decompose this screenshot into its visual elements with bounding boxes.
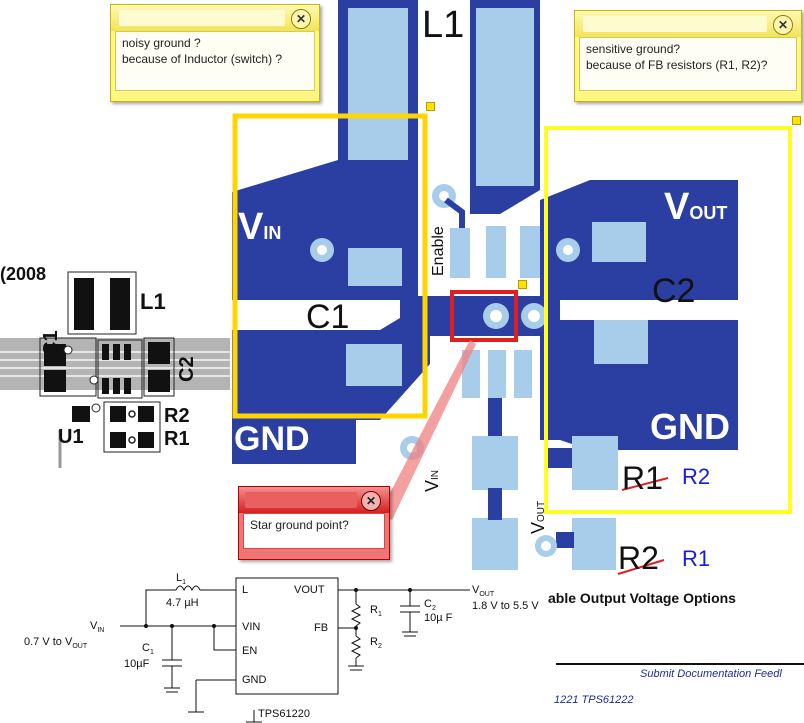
note-star-close-button[interactable]: ✕ bbox=[361, 491, 381, 511]
note-sensitive-ground[interactable]: ✕ sensitive ground? because of FB resist… bbox=[574, 10, 802, 102]
sch-vin-main: V bbox=[90, 620, 98, 632]
pcb-vout-label: VOUT bbox=[664, 186, 727, 229]
pcb-l1-label: L1 bbox=[422, 4, 465, 46]
pcb-r2-new-label: R1 bbox=[682, 546, 711, 571]
mini-u1-label: U1 bbox=[58, 426, 84, 448]
note-noisy-title bbox=[119, 10, 285, 26]
note-pin-noisy[interactable] bbox=[426, 102, 435, 111]
pcb-vout-main: V bbox=[664, 186, 690, 228]
close-icon: ✕ bbox=[295, 12, 307, 26]
sch-c2-main: C bbox=[424, 598, 432, 610]
sch-r1-main: R bbox=[370, 604, 378, 616]
pcb-vin-small-label: VIN bbox=[422, 470, 443, 492]
pcb-r1-new-label: R2 bbox=[682, 464, 711, 489]
note-noisy-line1: noisy ground ? bbox=[122, 36, 201, 50]
sch-pin-vin: VIN bbox=[242, 621, 261, 633]
sch-r2-label: R2 bbox=[370, 636, 382, 650]
pcb-gnd-left-label: GND bbox=[234, 420, 310, 458]
note-noisy-close-button[interactable]: ✕ bbox=[291, 9, 311, 29]
sch-c2-label: C2 bbox=[424, 598, 436, 612]
doc-heading: able Output Voltage Options bbox=[548, 590, 736, 606]
pcb-r2-label: R2 bbox=[618, 540, 659, 576]
sch-vout-label: VOUT bbox=[472, 584, 494, 598]
mini-r1-label: R1 bbox=[164, 428, 190, 450]
pcb-vin-sub: IN bbox=[263, 223, 282, 243]
sch-l1-main: L bbox=[176, 572, 183, 584]
pcb-r1-label: R1 bbox=[622, 460, 663, 496]
sch-pin-en: EN bbox=[242, 645, 258, 657]
sch-vin-range-main: 0.7 V to V bbox=[24, 636, 73, 648]
sch-c2-sub: 2 bbox=[431, 605, 436, 613]
sch-r1-label: R1 bbox=[370, 604, 382, 618]
sch-l1-sub: 1 bbox=[182, 579, 187, 587]
note-star-titlebar[interactable]: ✕ bbox=[239, 487, 389, 513]
pcb-vout-small-label: VOUT bbox=[528, 501, 549, 534]
note-sensitive-titlebar[interactable]: ✕ bbox=[575, 11, 801, 37]
note-noisy-titlebar[interactable]: ✕ bbox=[111, 5, 319, 31]
pcb-c1-label: C1 bbox=[306, 298, 350, 336]
sch-pin-fb: FB bbox=[314, 622, 329, 634]
sch-r2-sub: 2 bbox=[377, 643, 382, 651]
pcb-c2-label: C2 bbox=[652, 272, 696, 310]
pcb-vin-label: VIN bbox=[238, 206, 281, 249]
note-sensitive-line1: sensitive ground? bbox=[586, 42, 681, 56]
pcb-vout-small-sub: OUT bbox=[536, 500, 547, 522]
sch-vout-main: V bbox=[472, 584, 480, 596]
pcb-vout-small-main: V bbox=[528, 521, 548, 534]
pcb-vin-small-main: V bbox=[422, 479, 442, 492]
sch-pin-gnd: GND bbox=[242, 674, 267, 686]
sch-r1-sub: 1 bbox=[377, 611, 382, 619]
note-star-body[interactable]: Star ground point? bbox=[243, 513, 385, 549]
mini-year-label: (2008 bbox=[0, 264, 47, 284]
sch-vout-sub: OUT bbox=[479, 591, 495, 599]
sch-c1-value: 10µF bbox=[124, 658, 150, 670]
sch-pin-vout: VOUT bbox=[294, 584, 325, 596]
pcb-vin-main: V bbox=[238, 206, 264, 248]
note-pin-sensitive[interactable] bbox=[792, 116, 801, 125]
mini-r2-label: R2 bbox=[164, 405, 190, 427]
sch-vin-sub: IN bbox=[97, 627, 105, 635]
sch-chip-label: TPS61220 bbox=[258, 708, 310, 720]
note-star-title bbox=[245, 492, 357, 508]
note-noisy-body[interactable]: noisy ground ? because of Inductor (swit… bbox=[115, 31, 315, 91]
note-noisy-line2: because of Inductor (switch) ? bbox=[122, 52, 283, 66]
doc-feedback-link[interactable]: Submit Documentation Feedl bbox=[640, 668, 782, 680]
note-noisy-ground[interactable]: ✕ noisy ground ? because of Inductor (sw… bbox=[110, 4, 320, 102]
sch-vin-range-sub: OUT bbox=[72, 643, 88, 651]
pcb-vout-sub: OUT bbox=[689, 203, 728, 223]
mini-l1-label: L1 bbox=[140, 289, 166, 314]
close-icon: ✕ bbox=[777, 18, 789, 32]
note-sensitive-title bbox=[583, 16, 767, 32]
note-sensitive-close-button[interactable]: ✕ bbox=[773, 15, 793, 35]
sch-c2-value: 10µ F bbox=[424, 612, 453, 624]
sch-vout-range: 1.8 V to 5.5 V bbox=[472, 600, 539, 612]
pcb-vin-small-sub: IN bbox=[430, 469, 441, 480]
close-icon: ✕ bbox=[365, 494, 377, 508]
note-sensitive-line2: because of FB resistors (R1, R2)? bbox=[586, 58, 768, 72]
mini-year-text: 2008 bbox=[6, 264, 47, 284]
note-sensitive-body[interactable]: sensitive ground? because of FB resistor… bbox=[579, 37, 797, 91]
pcb-gnd-right-label: GND bbox=[650, 406, 730, 447]
mini-pcb-layout bbox=[0, 271, 230, 468]
sch-l1-label: L1 bbox=[176, 572, 186, 586]
doc-part-numbers: 1221 TPS61222 bbox=[554, 694, 634, 706]
sch-l1-value: 4.7 µH bbox=[166, 597, 199, 609]
note-star-ground[interactable]: ✕ Star ground point? bbox=[238, 486, 390, 560]
sch-vin-label: VIN bbox=[90, 620, 104, 634]
sch-r2-main: R bbox=[370, 636, 378, 648]
note-star-line1: Star ground point? bbox=[250, 518, 349, 532]
sch-c1-sub: 1 bbox=[149, 649, 154, 657]
note-pin-star[interactable] bbox=[518, 280, 527, 289]
sch-c1-label: C1 bbox=[142, 642, 154, 656]
pcb-enable-label: Enable bbox=[430, 226, 447, 276]
sch-pin-l: L bbox=[242, 584, 249, 596]
sch-vin-range: 0.7 V to VOUT bbox=[24, 636, 87, 650]
sch-c1-main: C bbox=[142, 642, 150, 654]
